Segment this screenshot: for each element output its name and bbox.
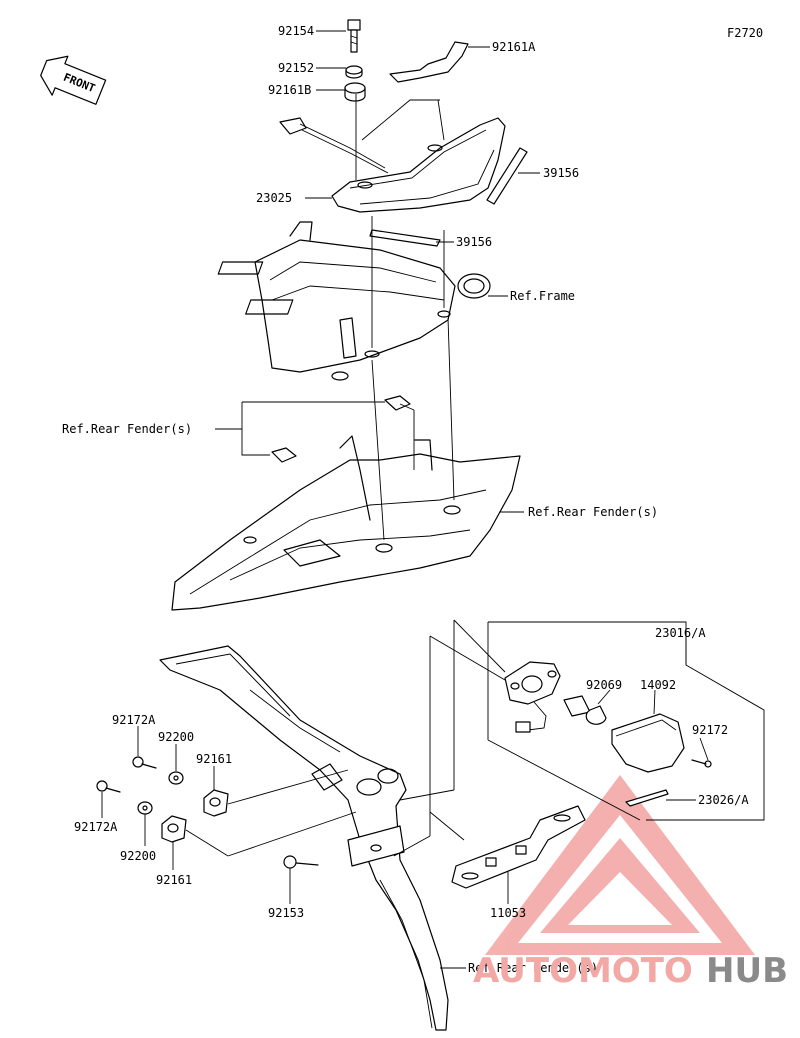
callout-39156-upper: 39156 <box>543 166 579 180</box>
callout-ref-rear-fender-bottom: Ref.Rear Fender(s) <box>468 961 598 975</box>
callout-92172a-lower: 92172A <box>74 820 118 834</box>
screw-92172a-upper <box>132 756 157 769</box>
watermark-logo <box>485 775 755 955</box>
watermark-part1: AUTOMOTO <box>473 951 693 991</box>
callout-92172a-upper: 92172A <box>112 713 156 727</box>
callout-ref-frame: Ref.Frame <box>510 289 575 303</box>
callout-92153: 92153 <box>268 906 304 920</box>
bulb-92069 <box>563 695 607 725</box>
washer-92200-upper <box>168 771 184 785</box>
screw-92172 <box>691 759 712 768</box>
washer-92200-lower <box>137 801 153 815</box>
callout-92161-upper: 92161 <box>196 752 232 766</box>
callout-ref-rear-fender-right: Ref.Rear Fender(s) <box>528 505 658 519</box>
callout-92172: 92172 <box>692 723 728 737</box>
collar-92152 <box>345 65 363 79</box>
callout-14092: 14092 <box>640 678 676 692</box>
clip-nut-1 <box>384 395 411 411</box>
bolt-92154 <box>347 19 361 53</box>
callout-92154: 92154 <box>278 24 314 38</box>
callout-ref-rear-fender-left: Ref.Rear Fender(s) <box>62 422 192 436</box>
screw-92172a-lower <box>96 780 121 793</box>
clip-nut-2 <box>271 447 297 463</box>
callout-92161a: 92161A <box>492 40 536 54</box>
watermark-text: AUTOMOTO HUB <box>473 951 788 991</box>
bracket-92161a <box>389 41 469 83</box>
callout-39156-lower: 39156 <box>456 235 492 249</box>
callout-92200-upper: 92200 <box>158 730 194 744</box>
callout-92161b: 92161B <box>268 83 311 97</box>
lens-14092 <box>611 713 685 773</box>
strip-39156-upper <box>486 147 528 205</box>
callout-92161-lower: 92161 <box>156 873 192 887</box>
leader-lines <box>101 30 765 969</box>
callout-23025: 23025 <box>256 191 292 205</box>
diagram-code: F2720 <box>727 26 763 40</box>
seat-cowl-23025 <box>279 117 506 213</box>
callout-92152: 92152 <box>278 61 314 75</box>
bolt-92153 <box>283 855 319 869</box>
grommet-92161-upper <box>203 789 229 817</box>
callout-92200-lower: 92200 <box>120 849 156 863</box>
gasket-23026 <box>625 789 669 807</box>
rear-fender-inner <box>171 435 521 611</box>
grommet-92161-lower <box>161 815 187 843</box>
callout-11053: 11053 <box>490 906 526 920</box>
watermark-part2: HUB <box>706 951 788 991</box>
grommet-92161b <box>344 82 366 102</box>
callout-92069: 92069 <box>586 678 622 692</box>
license-lamp-23016 <box>504 661 561 733</box>
license-bracket-stay <box>159 645 449 1031</box>
seat-bracket-frame <box>217 221 491 381</box>
front-arrow-icon: FRONT <box>40 55 107 105</box>
strip-39156-lower <box>369 229 441 247</box>
license-plate-holder-11053 <box>451 805 586 889</box>
callout-labels: 92154 92161A 92152 92161B 39156 23025 39… <box>62 24 749 975</box>
callout-23026a: 23026/A <box>698 793 749 807</box>
callout-23016a: 23016/A <box>655 626 706 640</box>
